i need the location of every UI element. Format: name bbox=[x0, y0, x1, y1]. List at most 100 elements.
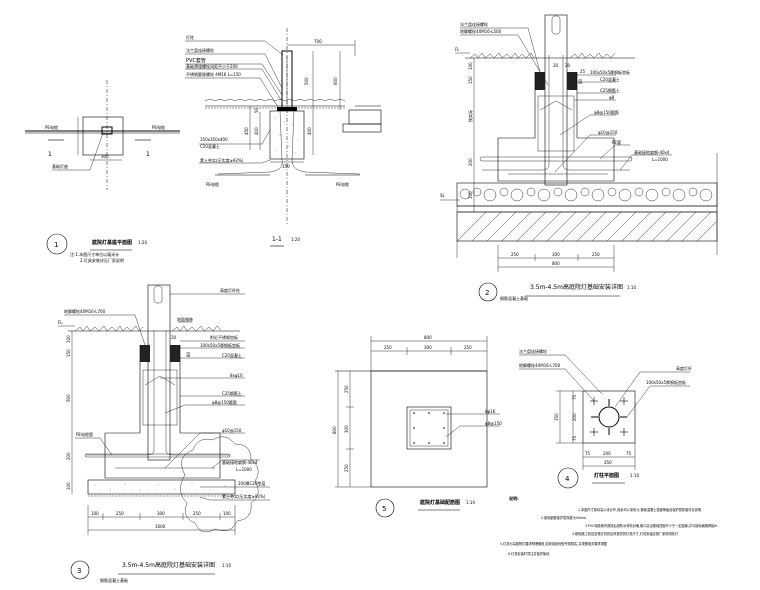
grass-left bbox=[74, 325, 144, 332]
dim-v-0: 100 bbox=[468, 62, 473, 70]
label-6: 8xφ16 bbox=[230, 373, 243, 378]
dim-v5-text: 400 bbox=[307, 127, 312, 135]
label-9: φ10@150 bbox=[222, 428, 242, 433]
paving-step bbox=[348, 109, 382, 125]
rebar-cage bbox=[409, 409, 449, 447]
fl-label: FL bbox=[58, 320, 63, 325]
label-7: 素土夯实(压实度≥92%) bbox=[200, 157, 244, 163]
rebar-cage bbox=[142, 369, 178, 426]
leader bbox=[199, 129, 271, 145]
note-line: 3.PVC电缆管内穿线后用防水材料封堵,管口高出基础顶面不少于一定距离,并与接地… bbox=[585, 523, 718, 528]
dim-h-0: 75 bbox=[585, 451, 591, 456]
dim-small-0: 20 bbox=[171, 335, 177, 340]
gravel-stones bbox=[459, 187, 713, 202]
label-2: PVC套管 bbox=[186, 57, 206, 64]
pole-slot bbox=[153, 285, 163, 304]
label-7: φ10@150 bbox=[598, 130, 618, 135]
detail-scale: 1:10 bbox=[222, 563, 231, 568]
dim-v-3: 200 bbox=[66, 452, 71, 460]
soil-layer bbox=[456, 211, 718, 242]
dim-v2-text: 600 bbox=[333, 77, 338, 85]
leader bbox=[164, 432, 245, 469]
leader bbox=[185, 53, 283, 89]
collar-right bbox=[567, 72, 577, 90]
lamp-pole bbox=[147, 284, 171, 461]
dim-h-total-text: 350 bbox=[604, 460, 612, 465]
leader bbox=[164, 404, 245, 414]
detail-number-circle bbox=[557, 467, 579, 489]
dim-h-1: 200 bbox=[603, 451, 611, 456]
dim-bottom-4: 100 bbox=[223, 511, 231, 516]
foundation-square bbox=[82, 116, 124, 156]
label-11: 基础接地扁钢-40x4 bbox=[222, 459, 258, 465]
collar-left bbox=[535, 72, 545, 90]
label-2: 高度灯杆 bbox=[676, 365, 692, 371]
label-10: PE电缆管 bbox=[76, 431, 93, 437]
detail-number-circle bbox=[375, 498, 395, 518]
label-2: 地面铺装 bbox=[177, 316, 193, 322]
detail-title: 灯柱平面图 bbox=[594, 472, 619, 479]
dim-bottom-1: 250 bbox=[116, 511, 124, 516]
label-12: L=1000 bbox=[236, 467, 252, 472]
label-3: 附近不锈钢垫板 bbox=[210, 334, 238, 340]
detail-title: 庭院灯基座平面图 bbox=[92, 239, 132, 246]
dim-h-2: 75 bbox=[626, 451, 632, 456]
detail-scale: 1:10 bbox=[630, 473, 639, 478]
label-6: φ8@150箍筋 bbox=[594, 109, 619, 115]
dim-v-3: 200 bbox=[468, 158, 473, 166]
base-plate-outline bbox=[582, 390, 636, 444]
dim-left-0: 250 bbox=[344, 385, 349, 393]
rebar-tie bbox=[144, 375, 176, 386]
base-plate bbox=[277, 107, 297, 111]
dim-bottom-0: 250 bbox=[511, 252, 519, 257]
dim-total: 1000 bbox=[155, 524, 166, 529]
soil-hatch bbox=[456, 211, 718, 242]
dim-bottom-text: 350 bbox=[282, 164, 290, 169]
pedestal-outline bbox=[406, 406, 452, 450]
anchor-bolt-left bbox=[86, 330, 155, 456]
dim-small-0: 20 bbox=[553, 63, 559, 68]
anchor-bolt-left bbox=[482, 55, 550, 171]
label-0: 灯柱 bbox=[186, 34, 194, 40]
label-3: C20混凝土 bbox=[600, 76, 620, 82]
fl-label: FL bbox=[455, 47, 460, 52]
section-mark-right: 1 bbox=[146, 151, 150, 158]
detail-number-circle bbox=[70, 560, 90, 580]
cable-label-right: PE电缆 bbox=[336, 181, 349, 187]
lamp-base bbox=[101, 126, 113, 135]
section-title: 1-1 bbox=[272, 236, 282, 243]
pole-slot bbox=[551, 15, 561, 35]
sand-layer bbox=[456, 205, 718, 213]
revision-cloud bbox=[180, 436, 259, 533]
concrete-foundation bbox=[269, 110, 305, 160]
leader bbox=[599, 144, 630, 160]
dim-v-4: 100 bbox=[66, 482, 71, 490]
leader bbox=[64, 314, 146, 346]
paving-base bbox=[342, 123, 382, 133]
detail-title: 3.5m-4.5m高庭院灯基础安装详图 bbox=[122, 561, 215, 569]
dim-v-2: 75 bbox=[572, 435, 577, 441]
detail-number: 3 bbox=[77, 567, 81, 575]
label-4: 100x50x5厚钢板垫板 bbox=[200, 342, 240, 348]
note-line: 1.本图尺寸除标高以米计外,其余均以毫米计,基础混凝土强度等级及保护层厚度详见说… bbox=[578, 507, 701, 512]
label-9: 基础接地扁钢-40x4 bbox=[634, 149, 670, 155]
leader-label: 基础灯座 bbox=[52, 163, 68, 169]
dim-v-0: 100 bbox=[66, 335, 71, 343]
note-line: 5.灯具为高庭院灯要求预埋螺栓,如采用其他型号需核实,并按照相关要求调整 bbox=[500, 541, 608, 546]
dim-small-2: 25 bbox=[580, 69, 586, 74]
dim-bottom-2: 250 bbox=[592, 252, 600, 257]
label-1: 地脚螺栓4XM16-L700 bbox=[64, 308, 106, 314]
leader bbox=[559, 114, 616, 136]
grass-line bbox=[204, 99, 346, 102]
dim-v-4: 100 bbox=[468, 191, 473, 199]
dim-v-1: 150 bbox=[468, 76, 473, 84]
label-0: 8φ16 bbox=[485, 409, 496, 414]
label-0: 法兰盘连接螺栓 bbox=[519, 348, 547, 354]
label-3: 基础预埋螺栓间距不小于200 bbox=[186, 63, 238, 69]
label-5: φ8 bbox=[609, 95, 615, 100]
detail-4-plan: 法兰盘连接螺栓 地脚螺栓4XM16-L700 高度灯杆 100x50x5厚钢板垫… bbox=[519, 348, 692, 489]
label-1: 地脚螺栓4XM16-L700 bbox=[519, 362, 561, 368]
leader bbox=[519, 354, 603, 395]
leader bbox=[445, 425, 500, 438]
detail-sub: 钢筋混凝土基础 bbox=[500, 295, 528, 301]
